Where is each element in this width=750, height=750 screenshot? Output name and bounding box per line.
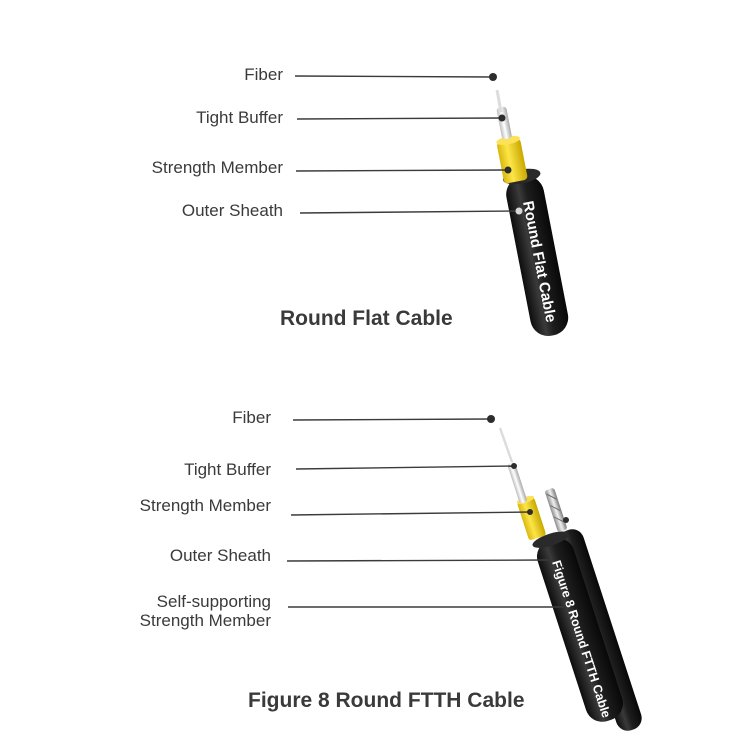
- tight-buffer-white: [496, 106, 512, 140]
- fiber-leader-line: [294, 75, 494, 78]
- self-supporting-label-line1: Self-supporting: [156, 592, 271, 611]
- outer-sheath-body-2: [532, 531, 624, 722]
- fiber-dot: [489, 73, 497, 81]
- outer-sheath-label-2: Outer Sheath: [169, 546, 271, 565]
- outer-sheath-label: Outer Sheath: [181, 201, 283, 220]
- tight-buffer-dot: [498, 114, 506, 122]
- fiber-label: Fiber: [244, 65, 283, 84]
- fiber-dot-2: [487, 415, 495, 423]
- tight-buffer-leader-line: [296, 117, 503, 120]
- diagram2-caption: Figure 8 Round FTTH Cable: [248, 689, 525, 712]
- tight-buffer-dot-2: [511, 463, 517, 469]
- bare-fiber: [495, 89, 503, 113]
- strength-member-label-2: Strength Member: [139, 496, 271, 515]
- strength-member-dot: [504, 166, 512, 174]
- tight-buffer-white-2: [507, 462, 527, 504]
- self-supporting-strength-member-label: Self-supporting Strength Member: [140, 592, 271, 630]
- outer-sheath-leader-line-2: [286, 559, 549, 562]
- tight-buffer-label-2: Tight Buffer: [184, 460, 271, 479]
- self-supporting-label-line2: Strength Member: [139, 611, 271, 630]
- strength-member-leader-line-2: [290, 511, 531, 516]
- fiber-leader-line-2: [292, 418, 492, 421]
- tight-buffer-label: Tight Buffer: [196, 108, 283, 127]
- fiber-label-2: Fiber: [232, 408, 271, 427]
- steel-wire-dot: [563, 517, 569, 523]
- outer-sheath-leader-line: [299, 210, 520, 214]
- strength-member-dot-2: [527, 509, 533, 515]
- diagram1-caption: Round Flat Cable: [280, 307, 453, 330]
- steel-wire-strand: [545, 488, 567, 532]
- strength-member-label: Strength Member: [151, 158, 283, 177]
- figure8-cable-illustration: Figure 8 Round FTTH Cable: [286, 415, 642, 731]
- round-flat-cable-illustration: Round Flat Cable: [294, 73, 569, 337]
- strength-member-yellow: [496, 135, 528, 184]
- outer-sheath-dot: [515, 207, 523, 215]
- bare-fiber-2: [498, 427, 514, 463]
- tight-buffer-leader-line-2: [295, 465, 515, 470]
- strength-member-leader-line: [295, 169, 509, 172]
